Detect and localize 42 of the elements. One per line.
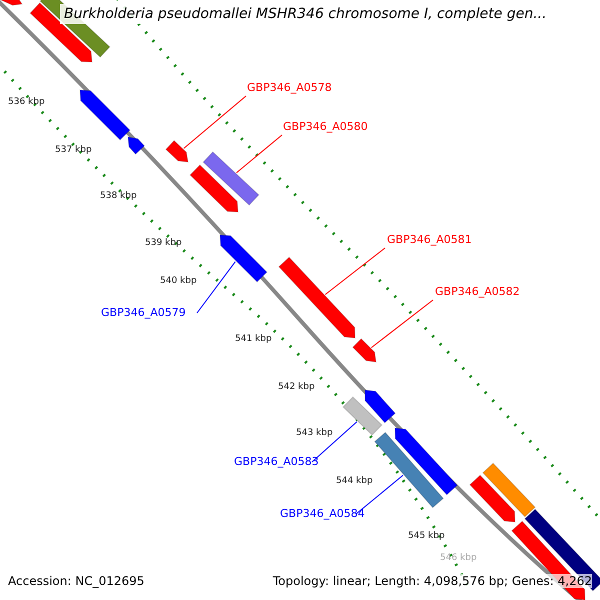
scale-label: 537 kbp — [55, 145, 92, 155]
scale-label: 542 kbp — [278, 382, 315, 392]
leader-line — [236, 134, 282, 174]
gene-label: GBP346_A0582 — [435, 285, 520, 298]
gene-block — [189, 164, 239, 213]
gene-label: GBP346_A0579 — [101, 306, 186, 319]
leader-line — [312, 421, 358, 462]
gene-block — [0, 0, 23, 6]
leader-line — [356, 474, 404, 514]
accession-text: Accession: NC_012695 — [8, 574, 144, 588]
gene-block — [394, 427, 458, 496]
gene-block — [352, 338, 377, 363]
gene-block — [202, 151, 260, 206]
scale-label: 543 kbp — [296, 428, 333, 438]
gene-label: GBP346_A0580 — [283, 120, 368, 133]
leader-line — [196, 261, 236, 314]
gene-block — [278, 256, 356, 339]
gene-label: GBP346_A0581 — [387, 233, 472, 246]
scale-label: 546 kbp — [440, 553, 477, 563]
gene-block — [364, 389, 396, 424]
gene-block — [482, 462, 536, 518]
scale-label: 538 kbp — [100, 191, 137, 201]
scale-label: 540 kbp — [160, 276, 197, 286]
gene-label: GBP346_A0584 — [280, 507, 365, 520]
gene-block — [79, 89, 131, 141]
scale-label: 544 kbp — [336, 476, 373, 486]
scale-label: 536 kbp — [8, 97, 45, 107]
gene-block — [127, 136, 146, 155]
leader-line — [183, 96, 246, 149]
gene-label: GBP346_A0578 — [247, 81, 332, 94]
gene-block — [219, 234, 268, 283]
gene-block — [469, 474, 516, 523]
gene-block — [165, 140, 189, 163]
scale-label: 539 kbp — [145, 238, 182, 248]
scale-label: 541 kbp — [235, 334, 272, 344]
gene-label: GBP346_A0583 — [234, 455, 319, 468]
leader-line — [324, 248, 386, 295]
scale-label: 545 kbp — [408, 531, 445, 541]
gene-block — [374, 432, 444, 508]
leader-line — [370, 300, 434, 348]
genome-info-text: Topology: linear; Length: 4,098,576 bp; Genes: 4,262 — [272, 574, 592, 588]
gene-block — [342, 396, 383, 436]
